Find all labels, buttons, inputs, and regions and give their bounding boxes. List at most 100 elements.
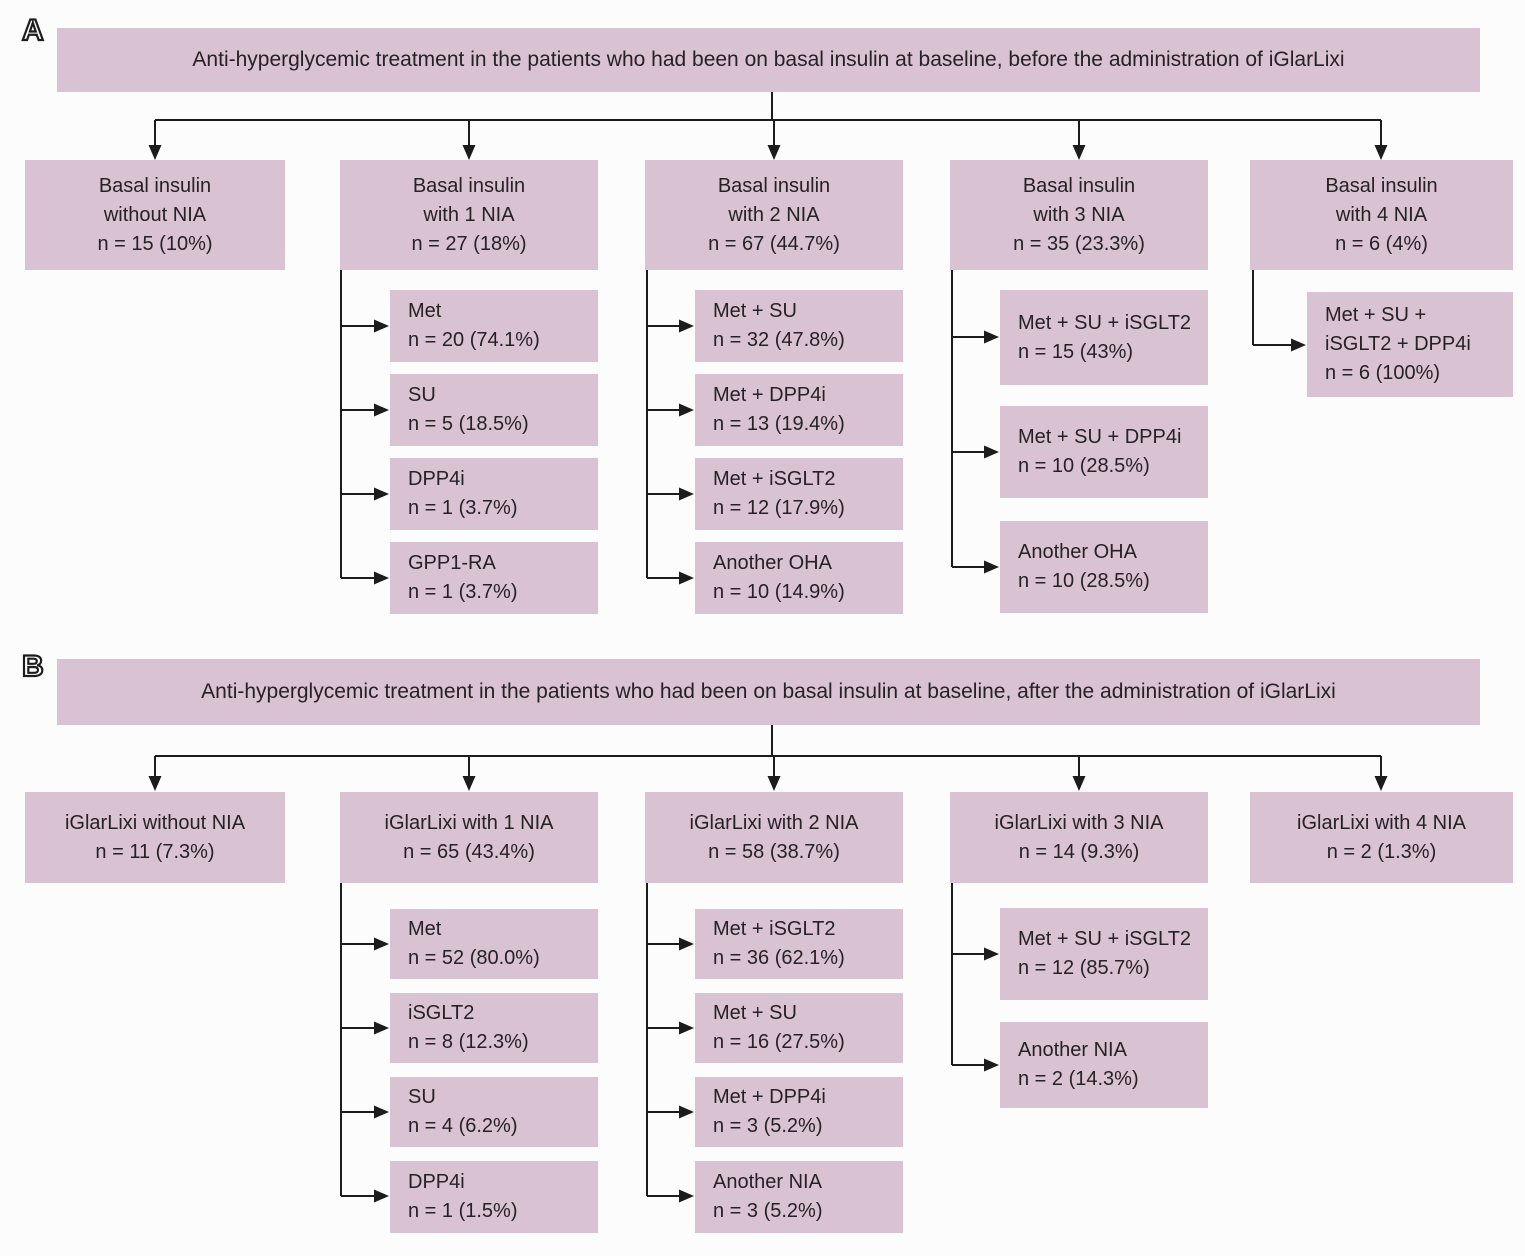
node-count: n = 65 (43.4%) [403, 840, 535, 863]
node-count: n = 1 (3.7%) [408, 581, 518, 603]
node-label: iGlarLixi with 4 NIA [1297, 811, 1466, 834]
node-a-basal-without-nia: Basal insulin without NIA n = 15 (10%) [25, 160, 285, 270]
node-label: Met + SU + DPP4i [1018, 426, 1182, 448]
node-label: SU [408, 1086, 436, 1108]
node-a-basal-2-nia: Basal insulin with 2 NIA n = 67 (44.7%) [645, 160, 903, 270]
node-a-1nia-dpp4i: DPP4i n = 1 (3.7%) [390, 458, 598, 530]
panel-a-title-text: Anti-hyperglycemic treatment in the pati… [192, 48, 1345, 71]
node-count: n = 14 (9.3%) [1018, 840, 1140, 863]
node-count: n = 4 (6.2%) [408, 1115, 518, 1137]
node-count: n = 20 (74.1%) [408, 329, 540, 351]
node-label: Met + SU [713, 300, 797, 322]
connectors-panel-a [148, 92, 1388, 585]
node-b-iglarlixi-1-nia: iGlarLixi with 1 NIA n = 65 (43.4%) [340, 792, 598, 883]
node-count: n = 67 (44.7%) [708, 232, 840, 255]
node-count: n = 36 (62.1%) [713, 947, 845, 969]
node-count: n = 52 (80.0%) [408, 947, 540, 969]
node-b-iglarlixi-2-nia: iGlarLixi with 2 NIA n = 58 (38.7%) [645, 792, 903, 883]
node-label: DPP4i [408, 1171, 465, 1193]
node-label: Met [408, 918, 442, 940]
node-a-4nia-met-su-isglt2-dpp4i: Met + SU + iSGLT2 + DPP4i n = 6 (100%) [1307, 292, 1513, 397]
node-count: n = 15 (43%) [1018, 340, 1134, 363]
node-count: n = 16 (27.5%) [713, 1031, 845, 1053]
node-count: n = 27 (18%) [411, 232, 527, 255]
node-label: Basal insulin with 3 NIA [1022, 174, 1136, 226]
node-label: iGlarLixi with 1 NIA [384, 811, 554, 834]
node-a-2nia-another-oha: Another OHA n = 10 (14.9%) [695, 542, 903, 614]
connector-b-spine [155, 725, 1381, 1196]
node-count: n = 1 (3.7%) [408, 497, 518, 519]
connector-a-spine [155, 92, 1381, 578]
node-label: Another OHA [1018, 541, 1137, 563]
node-a-2nia-met-dpp4i: Met + DPP4i n = 13 (19.4%) [695, 374, 903, 446]
node-b-2nia-met-isglt2: Met + iSGLT2 n = 36 (62.1%) [695, 909, 903, 979]
node-count: n = 15 (10%) [97, 232, 213, 255]
node-count: n = 13 (19.4%) [713, 413, 845, 435]
node-b-3nia-met-su-isglt2: Met + SU + iSGLT2 n = 12 (85.7%) [1000, 908, 1208, 1000]
node-label: Basal insulin with 2 NIA [717, 174, 831, 226]
node-label: SU [408, 384, 436, 406]
node-b-iglarlixi-4-nia: iGlarLixi with 4 NIA n = 2 (1.3%) [1250, 792, 1513, 883]
node-count: n = 10 (28.5%) [1018, 570, 1150, 592]
node-a-1nia-met: Met n = 20 (74.1%) [390, 290, 598, 362]
panel-b-title: Anti-hyperglycemic treatment in the pati… [57, 659, 1480, 725]
node-label: Met + iSGLT2 [713, 468, 836, 490]
node-label: Another OHA [713, 552, 832, 574]
node-label: iGlarLixi with 3 NIA [994, 811, 1164, 834]
node-count: n = 12 (85.7%) [1018, 957, 1150, 979]
node-label: DPP4i [408, 468, 465, 490]
node-count: n = 12 (17.9%) [713, 497, 845, 519]
node-a-3nia-another-oha: Another OHA n = 10 (28.5%) [1000, 521, 1208, 613]
node-label: Met + SU + iSGLT2 [1018, 928, 1192, 950]
node-count: n = 6 (4%) [1335, 232, 1428, 255]
node-count: n = 32 (47.8%) [713, 329, 845, 351]
node-b-2nia-another-nia: Another NIA n = 3 (5.2%) [695, 1161, 903, 1233]
node-label: Basal insulin with 1 NIA [412, 174, 526, 226]
panel-a-label: A [21, 13, 45, 48]
node-a-1nia-gpp1ra: GPP1-RA n = 1 (3.7%) [390, 542, 598, 614]
node-count: n = 8 (12.3%) [408, 1031, 529, 1053]
node-b-2nia-met-su: Met + SU n = 16 (27.5%) [695, 993, 903, 1063]
node-b-1nia-dpp4i: DPP4i n = 1 (1.5%) [390, 1161, 598, 1233]
node-a-1nia-su: SU n = 5 (18.5%) [390, 374, 598, 446]
node-a-2nia-met-su: Met + SU n = 32 (47.8%) [695, 290, 903, 362]
node-b-iglarlixi-3-nia: iGlarLixi with 3 NIA n = 14 (9.3%) [950, 792, 1208, 883]
node-label: GPP1-RA [408, 552, 496, 574]
node-label: iGlarLixi without NIA [64, 811, 246, 834]
node-count: n = 35 (23.3%) [1013, 232, 1145, 255]
node-b-iglarlixi-without-nia: iGlarLixi without NIA n = 11 (7.3%) [25, 792, 285, 883]
node-a-basal-4-nia: Basal insulin with 4 NIA n = 6 (4%) [1250, 160, 1513, 270]
node-label: Another NIA [1018, 1039, 1127, 1061]
node-b-3nia-another-nia: Another NIA n = 2 (14.3%) [1000, 1022, 1208, 1108]
node-a-3nia-met-su-dpp4i: Met + SU + DPP4i n = 10 (28.5%) [1000, 406, 1208, 498]
node-count: n = 5 (18.5%) [408, 413, 529, 435]
node-label: Met + iSGLT2 [713, 918, 836, 940]
node-label: Met [408, 300, 442, 322]
node-b-1nia-isglt2: iSGLT2 n = 8 (12.3%) [390, 993, 598, 1063]
node-label: Basal insulin with 4 NIA [1325, 174, 1438, 226]
node-label: Met + SU [713, 1002, 797, 1024]
node-count: n = 2 (14.3%) [1018, 1068, 1139, 1090]
node-count: n = 3 (5.2%) [713, 1115, 823, 1137]
panel-a-title: Anti-hyperglycemic treatment in the pati… [57, 28, 1480, 92]
node-label: Basal insulin without NIA [98, 174, 212, 226]
node-count: n = 3 (5.2%) [713, 1200, 823, 1222]
connectors-panel-b [148, 725, 1388, 1203]
node-count: n = 11 (7.3%) [95, 840, 215, 863]
node-count: n = 6 (100%) [1325, 362, 1441, 384]
node-b-2nia-met-dpp4i: Met + DPP4i n = 3 (5.2%) [695, 1077, 903, 1147]
node-label: Met + SU + iSGLT2 [1018, 311, 1192, 334]
node-a-basal-3-nia: Basal insulin with 3 NIA n = 35 (23.3%) [950, 160, 1208, 270]
panel-b-label: B [21, 649, 45, 684]
node-a-2nia-met-isglt2: Met + iSGLT2 n = 12 (17.9%) [695, 458, 903, 530]
panel-b-title-text: Anti-hyperglycemic treatment in the pati… [201, 680, 1336, 703]
node-label: iGlarLixi with 2 NIA [689, 811, 859, 834]
node-count: n = 10 (28.5%) [1018, 455, 1150, 477]
node-count: n = 2 (1.3%) [1326, 840, 1437, 863]
node-b-1nia-su: SU n = 4 (6.2%) [390, 1077, 598, 1147]
node-count: n = 58 (38.7%) [708, 840, 840, 863]
node-label: Another NIA [713, 1171, 822, 1193]
node-label: iSGLT2 [408, 1002, 475, 1024]
